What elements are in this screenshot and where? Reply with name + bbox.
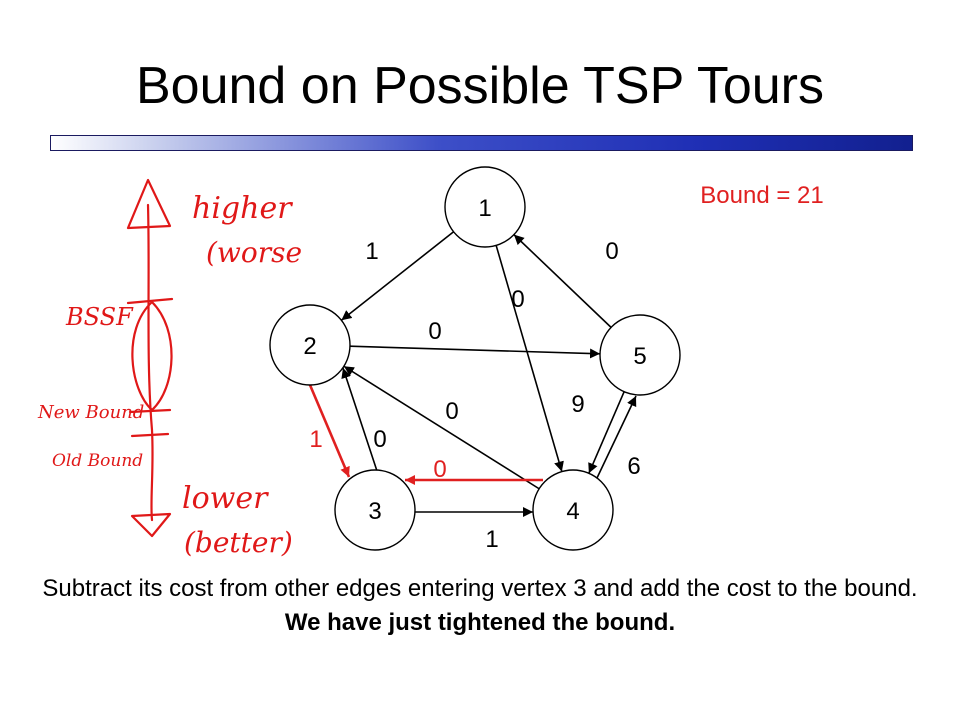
edge-weight-4-5: 6 — [627, 453, 640, 480]
edge-4-5 — [596, 395, 637, 479]
scale-top-arrowhead — [126, 178, 172, 230]
edge-weight-1-4: 0 — [511, 286, 524, 313]
edge-weight-2-3: 1 — [309, 426, 322, 453]
better-label: (better) — [184, 526, 293, 559]
higher-label: higher — [192, 191, 293, 226]
edge-weight-3-4: 1 — [485, 526, 498, 553]
node-label-4: 4 — [566, 498, 579, 525]
node-circle-1 — [444, 166, 526, 248]
node-3: 3 — [334, 469, 416, 551]
gap-lens-shape — [131, 300, 173, 412]
slide-title: Bound on Possible TSP Tours — [135, 57, 824, 115]
caption-line-2: We have just tightened the bound. — [284, 609, 676, 636]
title-underline-bar — [50, 135, 913, 151]
nodes-layer: 1 2 3 4 5 — [269, 166, 681, 551]
node-label-2: 2 — [303, 333, 316, 360]
edge-3-2 — [341, 367, 378, 472]
edges-layer — [308, 231, 637, 517]
handwritten-annotation — [126, 178, 174, 538]
old-bound-label: Old Bound — [52, 451, 143, 471]
bssf-tick — [126, 297, 174, 305]
bound-label: Bound = 21 — [700, 182, 823, 209]
edge-4-2 — [343, 365, 540, 490]
new-bound-tick — [128, 408, 172, 414]
edge-weight-5-1: 0 — [605, 238, 618, 265]
edge-1-4 — [495, 245, 564, 472]
edge-weight-4-2: 0 — [445, 398, 458, 425]
lower-label: lower — [182, 481, 269, 516]
caption-line-1: Subtract its cost from other edges enter… — [42, 575, 918, 602]
node-circle-4 — [532, 469, 614, 551]
edge-5-4 — [588, 391, 625, 474]
scale-line — [146, 203, 154, 522]
edge-weight-2-5: 0 — [428, 318, 441, 345]
edge-2-5 — [349, 345, 601, 359]
node-label-5: 5 — [633, 343, 646, 370]
node-1: 1 — [444, 166, 526, 248]
slide-caption: Subtract its cost from other edges enter… — [20, 572, 940, 640]
node-label-1: 1 — [478, 195, 491, 222]
bssf-label: BSSF — [65, 303, 134, 331]
edge-2-3 — [308, 384, 351, 478]
node-5: 5 — [599, 314, 681, 396]
node-4: 4 — [532, 469, 614, 551]
edge-weight-1-2: 1 — [365, 238, 378, 265]
node-circle-2 — [269, 304, 351, 386]
edge-weight-3-2: 0 — [373, 426, 386, 453]
edge-5-1 — [513, 234, 612, 328]
node-circle-5 — [599, 314, 681, 396]
edge-weight-5-4: 9 — [571, 391, 584, 418]
weights-layer: 1 0 0 0 9 0 1 0 0 1 6 — [309, 238, 640, 553]
node-label-3: 3 — [368, 498, 381, 525]
node-2: 2 — [269, 304, 351, 386]
worse-label: (worse — [206, 236, 302, 269]
edge-weight-4-3: 0 — [433, 456, 446, 483]
edge-1-2 — [340, 231, 455, 321]
scale-bottom-arrowhead — [130, 512, 172, 538]
new-bound-label: New Bound — [37, 402, 144, 423]
handwritten-labels: higher (worse BSSF New Bound Old Bound l… — [37, 191, 302, 559]
node-circle-3 — [334, 469, 416, 551]
old-bound-tick — [130, 432, 170, 438]
